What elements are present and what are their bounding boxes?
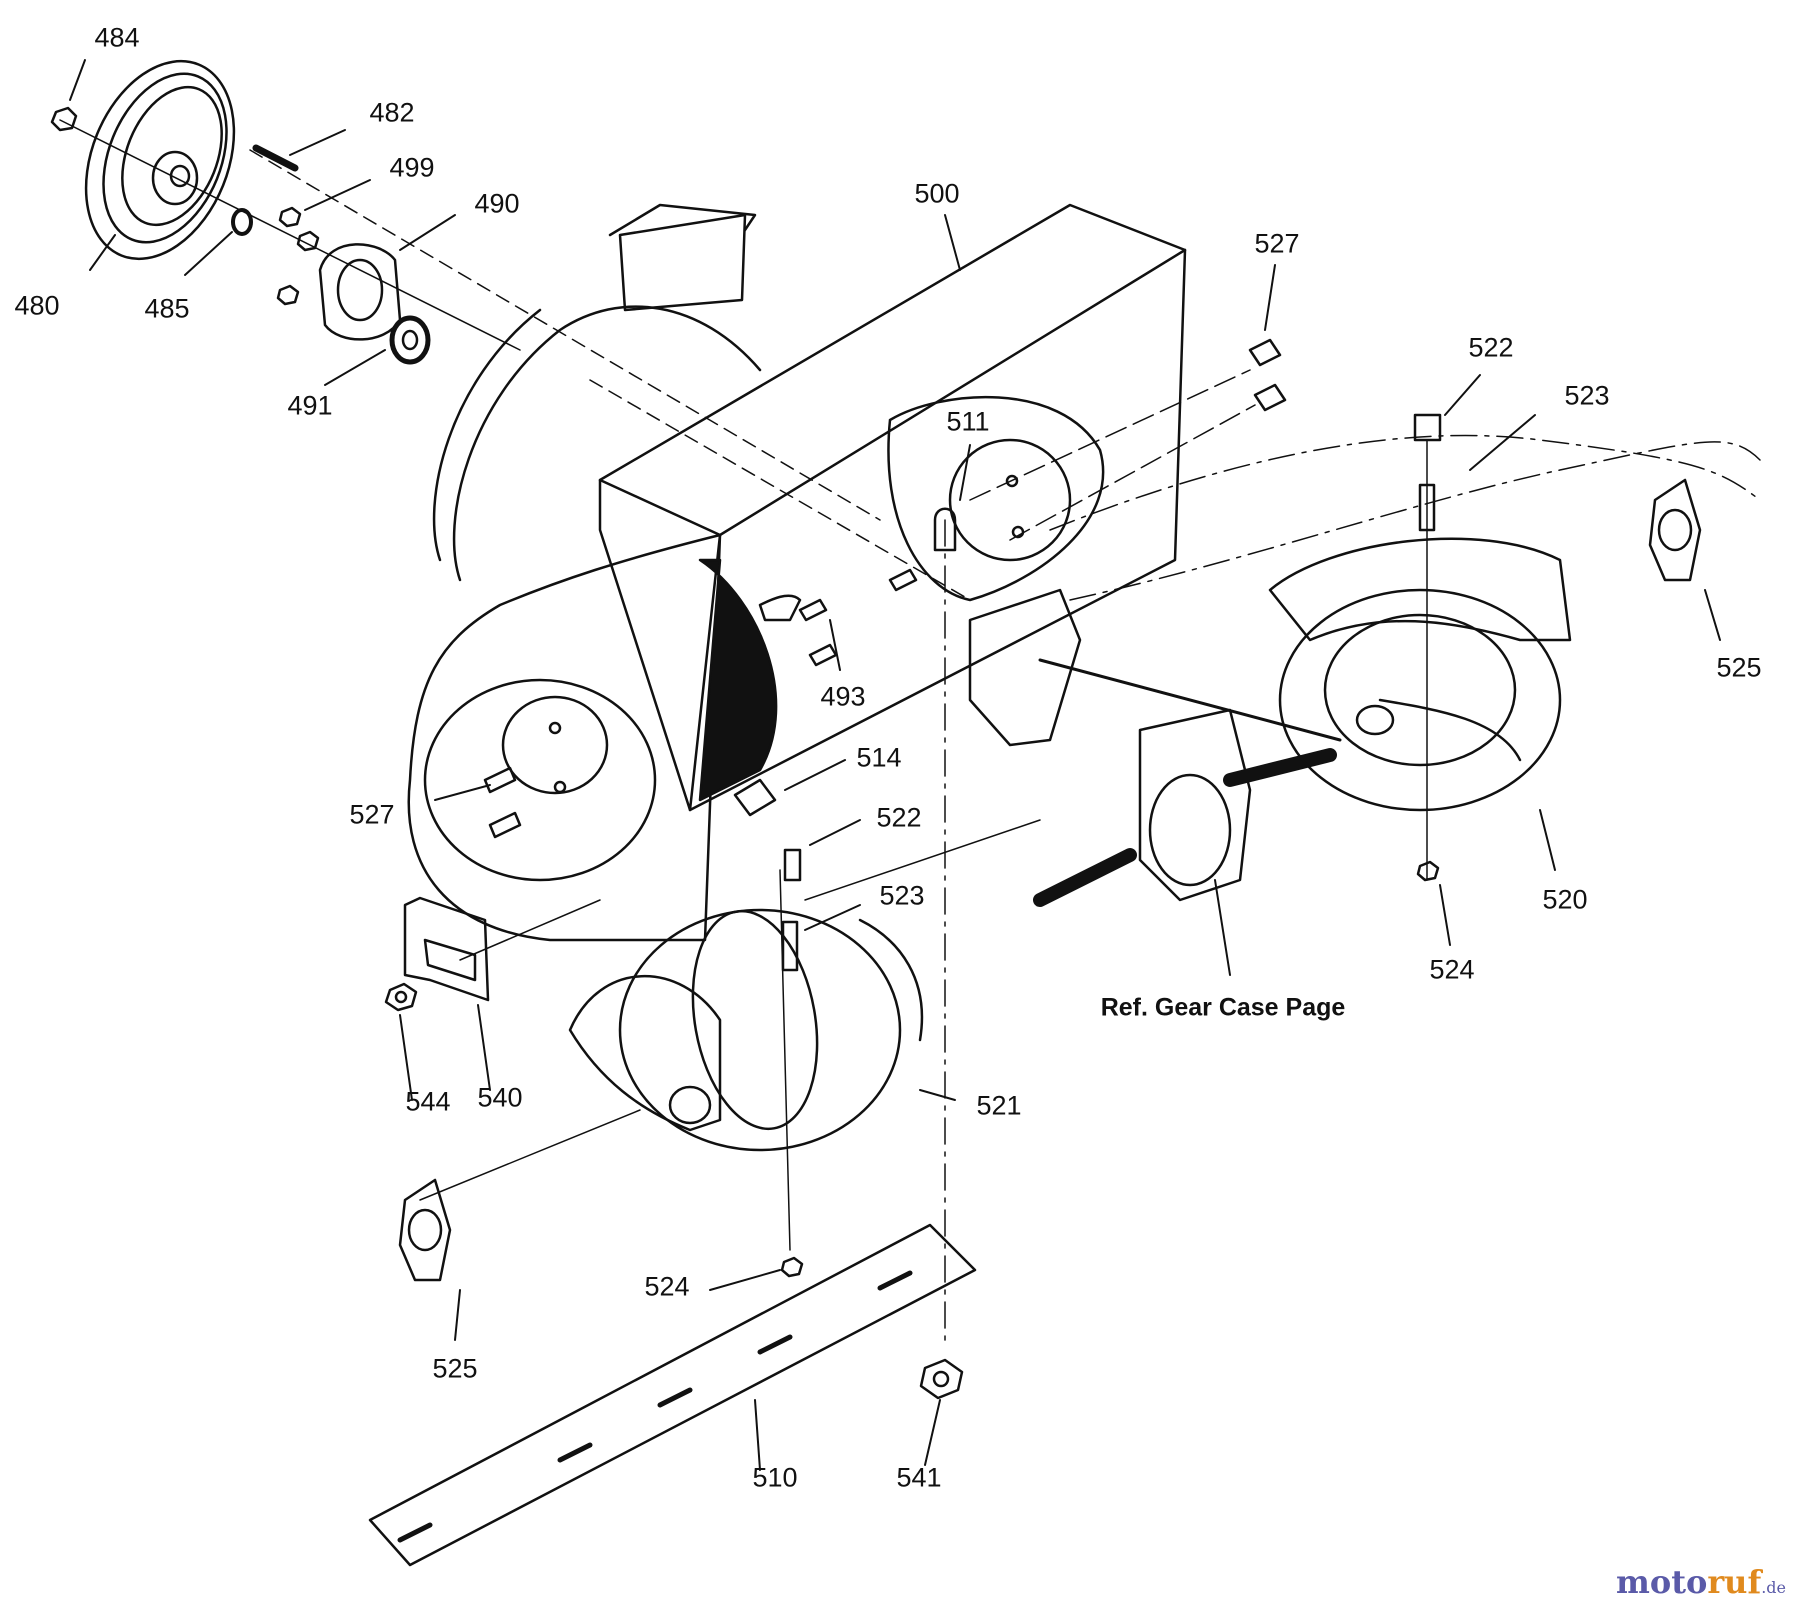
- leader-lines: [69, 59, 1721, 1471]
- shear-pins: [781, 483, 1436, 972]
- bearing-525: [398, 478, 1702, 1282]
- callout-514: 514: [856, 742, 902, 773]
- callout-493: 493: [820, 681, 866, 712]
- callout-525-left: 525: [432, 1353, 478, 1384]
- watermark-part-1: moto: [1615, 1563, 1708, 1601]
- callout-485: 485: [144, 293, 190, 324]
- callout-522-right: 522: [1468, 332, 1514, 363]
- callout-484: 484: [94, 22, 140, 53]
- bearing-flange-part: [318, 243, 431, 365]
- watermark-part-2: ruf: [1707, 1563, 1762, 1601]
- callout-527-left: 527: [349, 799, 395, 830]
- housing-part: [407, 203, 1187, 942]
- auger-left-part: [568, 908, 924, 1152]
- callout-521: 521: [976, 1090, 1022, 1121]
- watermark-part-3: .de: [1761, 1578, 1786, 1597]
- callout-523-right: 523: [1564, 380, 1610, 411]
- callout-490: 490: [474, 188, 520, 219]
- small-hardware-left: [50, 106, 320, 306]
- callout-482: 482: [369, 97, 415, 128]
- axis-lines: [59, 119, 1761, 1341]
- gear-case-reference-note: Ref. Gear Case Page: [1100, 993, 1346, 1022]
- callout-491: 491: [287, 390, 333, 421]
- callout-520: 520: [1542, 884, 1588, 915]
- callout-500: 500: [914, 178, 960, 209]
- pulley-part: [84, 59, 236, 261]
- callout-480: 480: [14, 290, 60, 321]
- callout-525-right: 525: [1716, 652, 1762, 683]
- callout-524-right: 524: [1429, 954, 1475, 985]
- gear-case-assembly: [968, 588, 1342, 907]
- callout-544: 544: [405, 1086, 451, 1117]
- callout-540: 540: [477, 1082, 523, 1113]
- bracket-540: [384, 896, 490, 1012]
- callout-499: 499: [389, 152, 435, 183]
- nuts-524: [780, 860, 1440, 1278]
- callout-524-left: 524: [644, 1271, 690, 1302]
- watermark-logo: motoruf.de: [1616, 1566, 1786, 1598]
- callout-511: 511: [946, 406, 990, 437]
- callout-523-left: 523: [879, 880, 925, 911]
- bolts: [483, 338, 1442, 882]
- shave-plate-510: [368, 1223, 977, 1567]
- callout-527-top: 527: [1254, 228, 1300, 259]
- callout-541: 541: [896, 1462, 942, 1493]
- callout-522-left: 522: [876, 802, 922, 833]
- auger-right-part: [1268, 537, 1572, 812]
- callout-510: 510: [752, 1462, 798, 1493]
